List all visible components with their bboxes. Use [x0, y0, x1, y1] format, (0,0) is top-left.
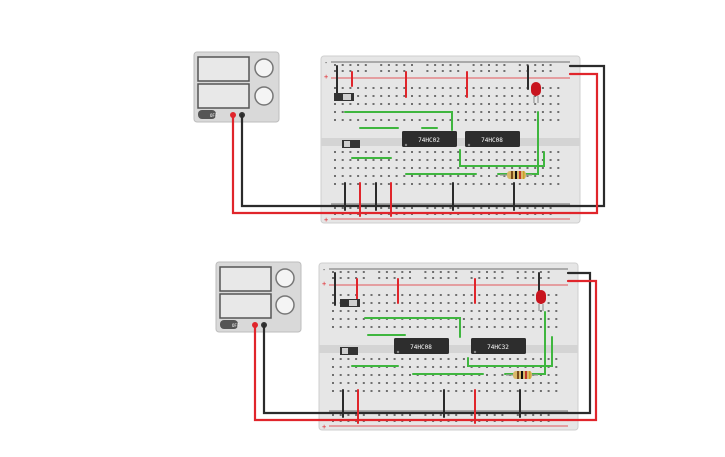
power-button[interactable]	[220, 320, 238, 329]
voltage-display	[219, 266, 272, 292]
ic-chip[interactable]: 74HC32	[471, 338, 526, 354]
green-wire[interactable]	[364, 317, 461, 338]
chip-label: 74HC08	[410, 344, 432, 351]
ic-chip[interactable]: 74HC08	[465, 131, 520, 147]
green-wire[interactable]	[467, 336, 553, 367]
black-wire[interactable]	[262, 323, 570, 415]
rail-minus-label: -	[322, 266, 326, 274]
rail-plus-label: +	[324, 73, 328, 81]
power-button-label: OFF	[210, 113, 218, 118]
chip-label: 74HC08	[481, 137, 503, 144]
slide-switch[interactable]	[342, 140, 360, 148]
current-knob[interactable]	[254, 86, 274, 106]
power-supply[interactable]: OFF	[193, 51, 280, 123]
voltage-display	[197, 56, 250, 82]
circuit-top: OFF - + - +	[193, 51, 606, 224]
resistor[interactable]	[500, 171, 532, 179]
ic-chip[interactable]: 74HC02	[402, 131, 457, 147]
chip-label: 74HC32	[487, 344, 509, 351]
chip-label: 74HC02	[418, 137, 440, 144]
current-display	[197, 83, 250, 109]
voltage-knob[interactable]	[275, 268, 295, 288]
ic-chip[interactable]: 74HC08	[394, 338, 449, 354]
circuit-bottom: OFF - + - +	[215, 261, 598, 431]
current-knob[interactable]	[275, 295, 295, 315]
red-led[interactable]	[536, 290, 546, 311]
rail-minus-label: -	[324, 59, 328, 67]
black-wire[interactable]	[566, 271, 592, 415]
red-wire[interactable]	[566, 279, 598, 422]
red-wire[interactable]	[253, 323, 570, 422]
green-wire[interactable]	[344, 111, 453, 131]
wires	[231, 64, 606, 217]
slide-switch[interactable]	[340, 299, 360, 307]
green-wire[interactable]	[459, 149, 545, 167]
red-wire[interactable]	[231, 113, 572, 215]
current-display	[219, 293, 272, 319]
power-button[interactable]	[198, 110, 216, 119]
power-button-label: OFF	[232, 323, 240, 328]
voltage-knob[interactable]	[254, 58, 274, 78]
rail-plus-label: +	[322, 280, 326, 288]
rail-plus-label: +	[322, 423, 326, 431]
resistor[interactable]	[506, 371, 538, 379]
power-supply[interactable]: OFF	[215, 261, 302, 333]
red-wire[interactable]	[568, 72, 599, 215]
rail-plus-label: +	[324, 216, 328, 224]
black-wire[interactable]	[568, 64, 606, 208]
black-wire[interactable]	[240, 113, 572, 208]
slide-switch[interactable]	[340, 347, 358, 355]
red-led[interactable]	[531, 82, 541, 103]
slide-switch[interactable]	[334, 93, 354, 101]
